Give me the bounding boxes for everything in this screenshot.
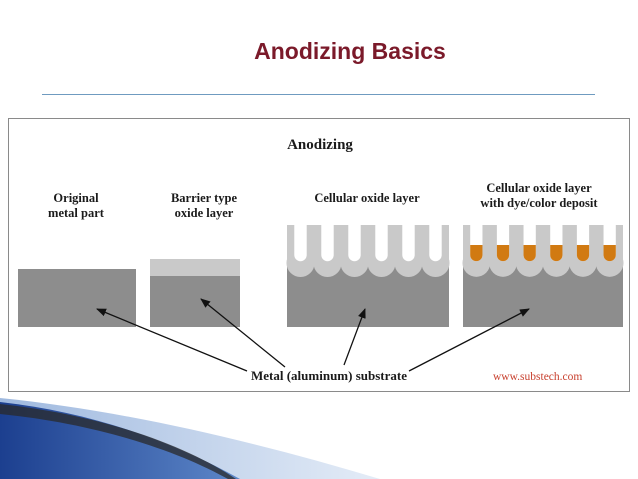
title-divider bbox=[42, 94, 595, 95]
dyed-cell-base bbox=[489, 249, 517, 277]
cellular-pore bbox=[375, 225, 388, 262]
cellular-pore bbox=[321, 225, 334, 262]
cellular-cell-base bbox=[340, 248, 369, 278]
cellular-metal-block bbox=[287, 265, 449, 327]
stage-label-line: metal part bbox=[48, 206, 104, 220]
stage-label-barrier: Barrier type oxide layer bbox=[149, 191, 259, 221]
dyed-cell-base bbox=[515, 249, 544, 277]
dyed-dye-deposit bbox=[550, 245, 563, 262]
stage-label-dyed: Cellular oxide layer with dye/color depo… bbox=[459, 181, 619, 211]
barrier-oxide-layer bbox=[150, 259, 240, 276]
dyed-cell-base bbox=[595, 249, 624, 277]
dyed-metal-block bbox=[463, 265, 623, 327]
arrow-to-original bbox=[96, 308, 248, 372]
cellular-cell-base bbox=[367, 248, 396, 278]
cellular-pore bbox=[429, 225, 442, 262]
arrow-to-barrier bbox=[200, 298, 286, 368]
cellular-cell-base bbox=[394, 248, 423, 278]
dyed-dye-deposit bbox=[576, 245, 590, 262]
arrow-to-cellular bbox=[343, 308, 366, 366]
arrow-to-dyed bbox=[408, 308, 530, 372]
anodizing-figure: Anodizing Original metal part Barrier ty… bbox=[8, 118, 630, 392]
cellular-pore bbox=[294, 225, 307, 262]
anodizing-diagram bbox=[18, 225, 624, 372]
dyed-dye-deposit bbox=[603, 245, 616, 262]
stage-label-line: with dye/color deposit bbox=[480, 196, 598, 210]
stage-label-original: Original metal part bbox=[31, 191, 121, 221]
cellular-cell-base bbox=[421, 248, 450, 278]
cellular-pore bbox=[348, 225, 361, 262]
cellular-cell-base bbox=[313, 248, 342, 278]
stage-label-line: oxide layer bbox=[174, 206, 234, 220]
figure-title: Anodizing bbox=[287, 137, 353, 153]
dyed-cell-base bbox=[569, 249, 597, 277]
dyed-dye-deposit bbox=[470, 245, 483, 262]
stage-label-line: Cellular oxide layer bbox=[486, 181, 592, 195]
dyed-cell-base bbox=[542, 249, 571, 277]
cellular-cell-base bbox=[286, 248, 315, 278]
dyed-dye-deposit bbox=[496, 245, 510, 262]
substrate-label: Metal (aluminum) substrate bbox=[251, 368, 407, 383]
dyed-cell-base bbox=[462, 249, 491, 277]
cellular-pore bbox=[402, 225, 415, 262]
source-credit: www.substech.com bbox=[493, 371, 583, 383]
stage-label-line: Original bbox=[53, 191, 99, 205]
stage-label-cellular: Cellular oxide layer bbox=[292, 191, 442, 206]
slide-title: Anodizing Basics bbox=[254, 38, 446, 64]
stage-label-line: Barrier type bbox=[170, 191, 238, 205]
stage-label-line: Cellular oxide layer bbox=[314, 191, 420, 205]
dyed-dye-deposit bbox=[523, 245, 536, 262]
